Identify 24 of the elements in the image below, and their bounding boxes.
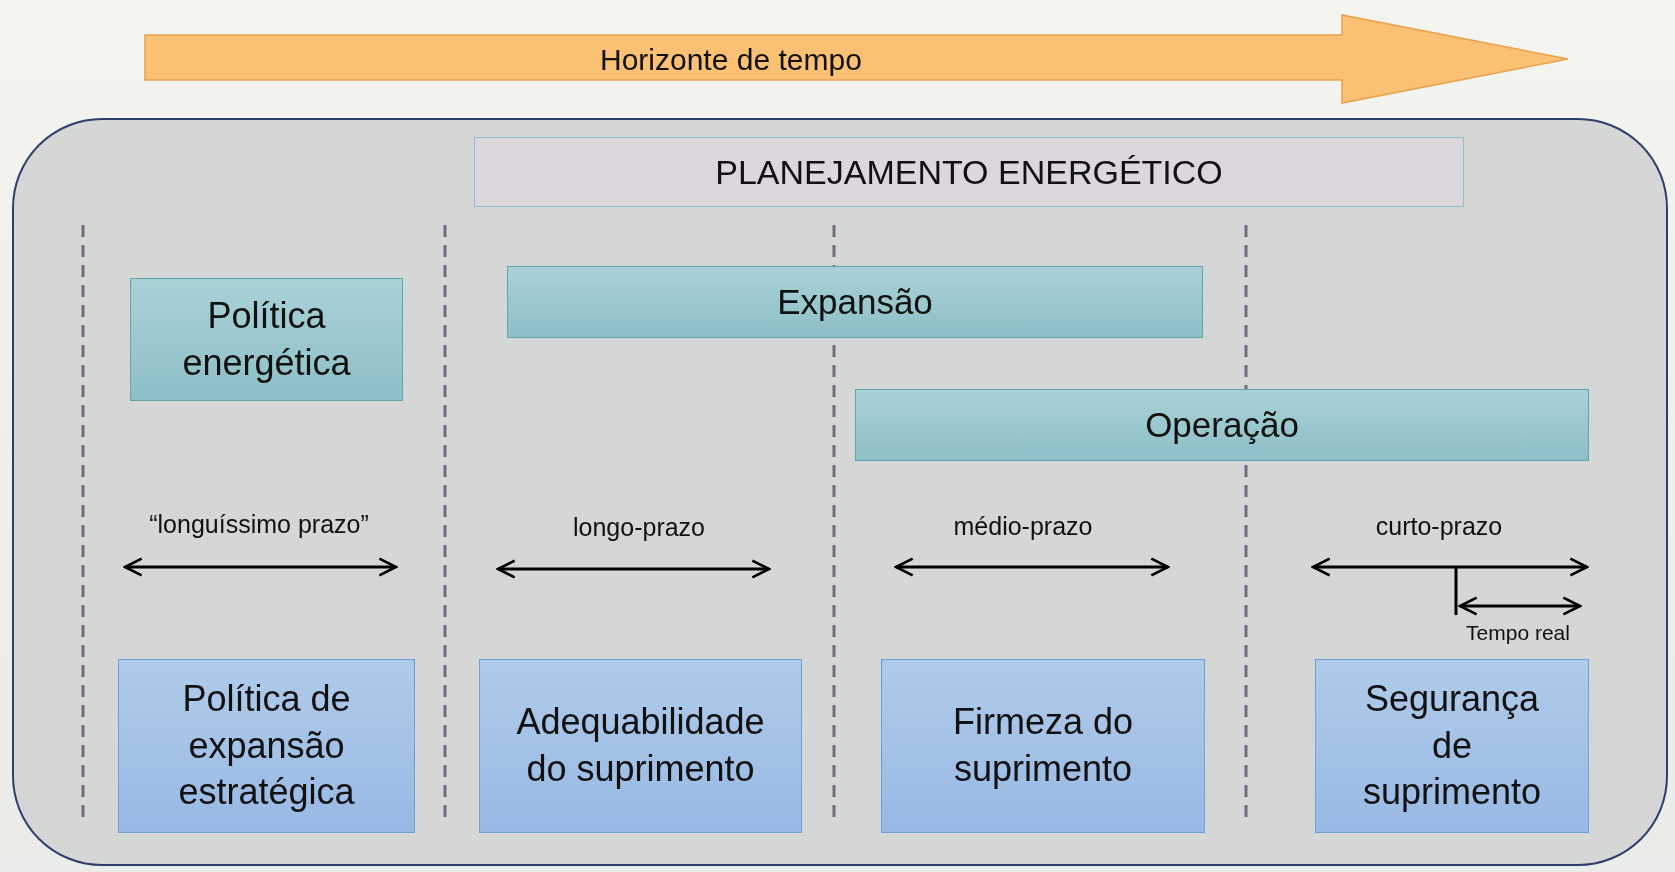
- box-label: Política de expansão estratégica: [177, 676, 356, 815]
- period-label: “longuíssimo prazo”: [148, 510, 370, 539]
- title-bar: [474, 137, 1464, 207]
- outcome-box: [881, 659, 1205, 833]
- category-bar: [507, 266, 1203, 338]
- timeline-arrow: [145, 15, 1568, 103]
- box-label: Expansão: [777, 281, 933, 324]
- category-box: [130, 278, 403, 401]
- box-label: Segurança de suprimento: [1361, 676, 1543, 815]
- outcome-box: [118, 659, 415, 833]
- period-label: curto-prazo: [1374, 512, 1504, 541]
- box-label: Política energética: [181, 293, 352, 385]
- category-bar: [855, 389, 1589, 461]
- box-label: Firmeza do suprimento: [951, 700, 1135, 791]
- panel-background: [12, 118, 1668, 866]
- box-label: Adequabilidade do suprimento: [515, 700, 766, 791]
- outcome-box: [1315, 659, 1589, 833]
- box-label: PLANEJAMENTO ENERGÉTICO: [715, 151, 1223, 193]
- arrow-label: Horizonte de tempo: [600, 41, 862, 78]
- period-label: longo-prazo: [572, 513, 706, 542]
- period-label: médio-prazo: [952, 512, 1094, 541]
- outcome-box: [479, 659, 802, 833]
- dimension-label: Tempo real: [1465, 621, 1571, 645]
- box-label: Operação: [1145, 404, 1299, 447]
